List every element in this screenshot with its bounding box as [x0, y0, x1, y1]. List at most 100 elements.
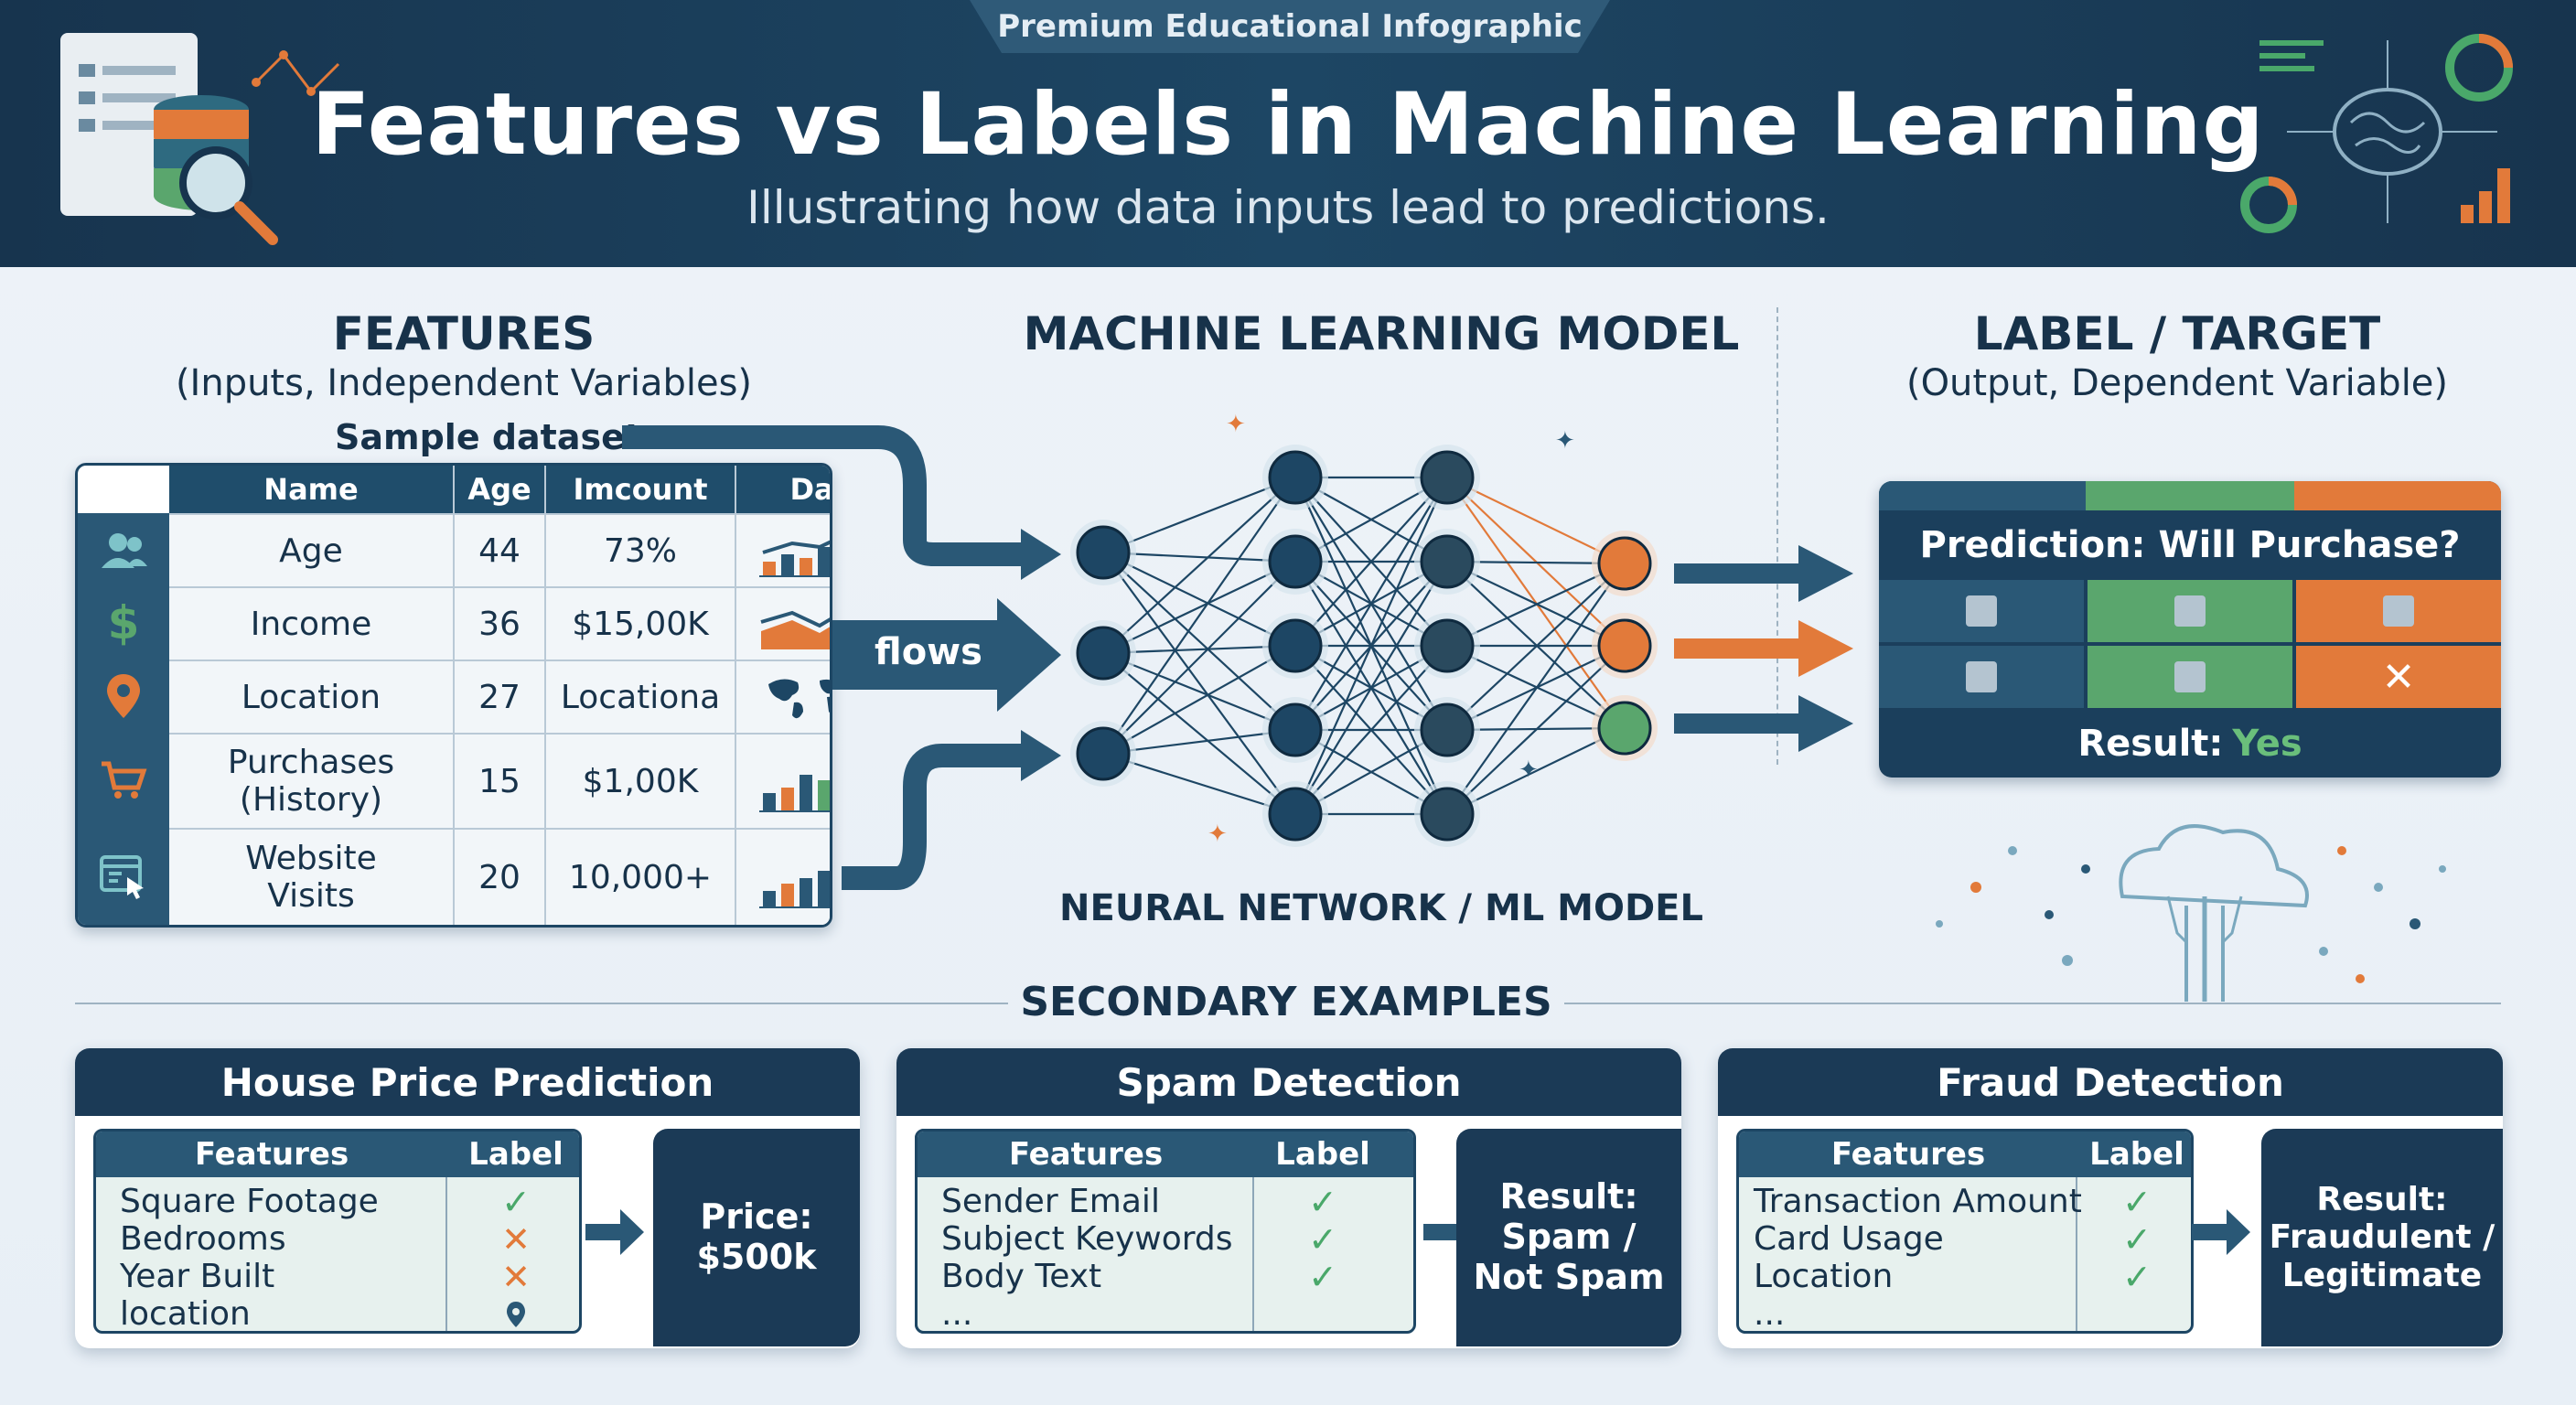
nn-connection	[1294, 477, 1448, 647]
output-arrows	[1674, 545, 1853, 752]
cell-age: 27	[453, 661, 544, 733]
prediction-result: Result: Yes	[1879, 710, 2501, 778]
sparkle-icon: ✦	[1226, 412, 1246, 438]
prediction-question: Prediction: Will Purchase?	[1879, 510, 2501, 580]
location-pin-icon	[78, 660, 169, 733]
feature-label-table: Features Label Square Footage Bedrooms Y…	[93, 1129, 582, 1334]
bar-line-chart-icon	[735, 515, 830, 586]
nn-node	[1268, 450, 1323, 505]
nn-node	[1597, 701, 1652, 756]
nn-node	[1268, 618, 1323, 673]
nn-connection	[1294, 645, 1448, 815]
cross-icon: ✕	[501, 1256, 531, 1297]
label-header: Label	[2089, 1136, 2184, 1173]
world-map-icon	[735, 661, 830, 733]
browser-click-icon	[78, 828, 169, 925]
nn-connection	[1102, 477, 1296, 755]
label-subtitle: (Output, Dependent Variable)	[1905, 362, 2449, 404]
feature-list: Square Footage Bedrooms Year Built locat…	[120, 1183, 379, 1331]
prediction-cell	[1879, 646, 2084, 708]
label-header: Label	[468, 1136, 564, 1173]
table-header: Features Label	[1739, 1132, 2191, 1177]
nn-connection	[1102, 561, 1296, 755]
nn-connection	[1293, 477, 1449, 815]
check-icon: ✓	[1308, 1218, 1337, 1260]
list-item: ...	[941, 1295, 973, 1333]
arrow-right-icon	[2192, 1209, 2250, 1255]
result-box: Result: Spam / Not Spam	[1456, 1129, 1681, 1346]
nn-connection	[1446, 645, 1626, 815]
cell-age: 15	[453, 735, 544, 828]
nn-connection	[1102, 552, 1296, 731]
house-price-card: House Price Prediction Features Label Sq…	[75, 1048, 860, 1348]
check-icon: ✓	[2122, 1181, 2152, 1222]
check-icon: ✓	[2122, 1256, 2152, 1297]
area-chart-icon	[735, 588, 830, 660]
column-header-age: Age	[453, 466, 544, 513]
label-list: ✓ ✓ ✓	[2077, 1181, 2191, 1297]
nn-connection	[1102, 561, 1296, 654]
list-item: Transaction Amount	[1754, 1183, 2082, 1220]
list-item: Subject Keywords	[941, 1220, 1233, 1258]
column-header-imcount: Imcount	[544, 466, 735, 513]
table-row: Purchases (History) 15 $1,00K	[169, 733, 830, 828]
nn-node	[1597, 536, 1652, 591]
nn-connection	[1102, 476, 1296, 554]
table-row: Age 44 73%	[169, 513, 830, 586]
nn-node	[1076, 626, 1131, 681]
bar-chart-icon	[735, 735, 830, 828]
sparkle-icon: ✦	[1555, 427, 1575, 455]
list-item: Location	[1754, 1258, 1894, 1295]
section-divider	[1776, 307, 1778, 765]
nn-node	[1420, 702, 1475, 757]
nn-connection	[1102, 645, 1296, 755]
arrow-head-bottom	[1021, 730, 1061, 781]
cell-name: Purchases (History)	[227, 743, 395, 819]
list-item: Body Text	[941, 1258, 1102, 1295]
feature-list: Transaction Amount Card Usage Location .…	[1754, 1183, 2082, 1333]
spam-detection-card: Spam Detection Features Features Label S…	[896, 1048, 1681, 1348]
list-item: Square Footage	[120, 1183, 379, 1220]
feature-list: Sender Email Subject Keywords Body Text …	[941, 1183, 1233, 1333]
nn-node	[1076, 525, 1131, 580]
model-title: MACHINE LEARNING MODEL	[1023, 307, 1740, 360]
model-caption: NEURAL NETWORK / ML MODEL	[1059, 887, 1703, 929]
page-subtitle: Illustrating how data inputs lead to pre…	[746, 181, 1830, 234]
prediction-cell	[2296, 580, 2501, 642]
cell-imcount: 10,000+	[544, 830, 735, 925]
nn-node	[1076, 726, 1131, 781]
cell-name: Location	[241, 678, 381, 716]
list-item: ...	[1754, 1295, 1786, 1333]
column-header-data: Data	[735, 466, 830, 513]
table-header: Features Label	[96, 1132, 579, 1177]
strip-orange	[2294, 481, 2501, 510]
label-list: ✓ ✓ ✓	[1254, 1182, 1391, 1297]
list-item: Bedrooms	[120, 1220, 286, 1258]
cell-imcount: Locationa	[544, 661, 735, 733]
table-row: Location 27 Locationa	[169, 660, 830, 733]
table-header: Features Label	[918, 1132, 1413, 1177]
page-title: Features vs Labels in Machine Learning	[311, 75, 2265, 175]
dollar-icon: $	[107, 596, 140, 649]
arrow-head-top	[1021, 529, 1061, 580]
features-header: Features	[194, 1136, 349, 1173]
sparkle-icon: ✦	[1519, 756, 1539, 784]
cell-imcount: $15,00K	[544, 588, 735, 660]
nn-connection	[1102, 552, 1296, 815]
nn-connection	[1102, 652, 1296, 815]
data-document-icon	[60, 33, 340, 245]
prediction-panel: Prediction: Will Purchase? ✕ Result: Yes	[1879, 481, 2501, 778]
users-icon	[78, 513, 169, 586]
flows-label: flows	[875, 631, 982, 673]
label-header: Label	[1275, 1136, 1370, 1173]
list-item: Sender Email	[941, 1183, 1160, 1220]
cross-icon: ✕	[2381, 653, 2416, 701]
cell-age: 20	[453, 830, 544, 925]
result-prefix: Result:	[2077, 723, 2224, 765]
cell-name: Website Visits	[245, 839, 377, 915]
ai-brain-analytics-icon	[2240, 34, 2513, 233]
secondary-title: SECONDARY EXAMPLES	[1020, 979, 1552, 1025]
cell-age: 36	[453, 588, 544, 660]
nn-connection	[1102, 752, 1296, 816]
nn-node	[1597, 618, 1652, 673]
